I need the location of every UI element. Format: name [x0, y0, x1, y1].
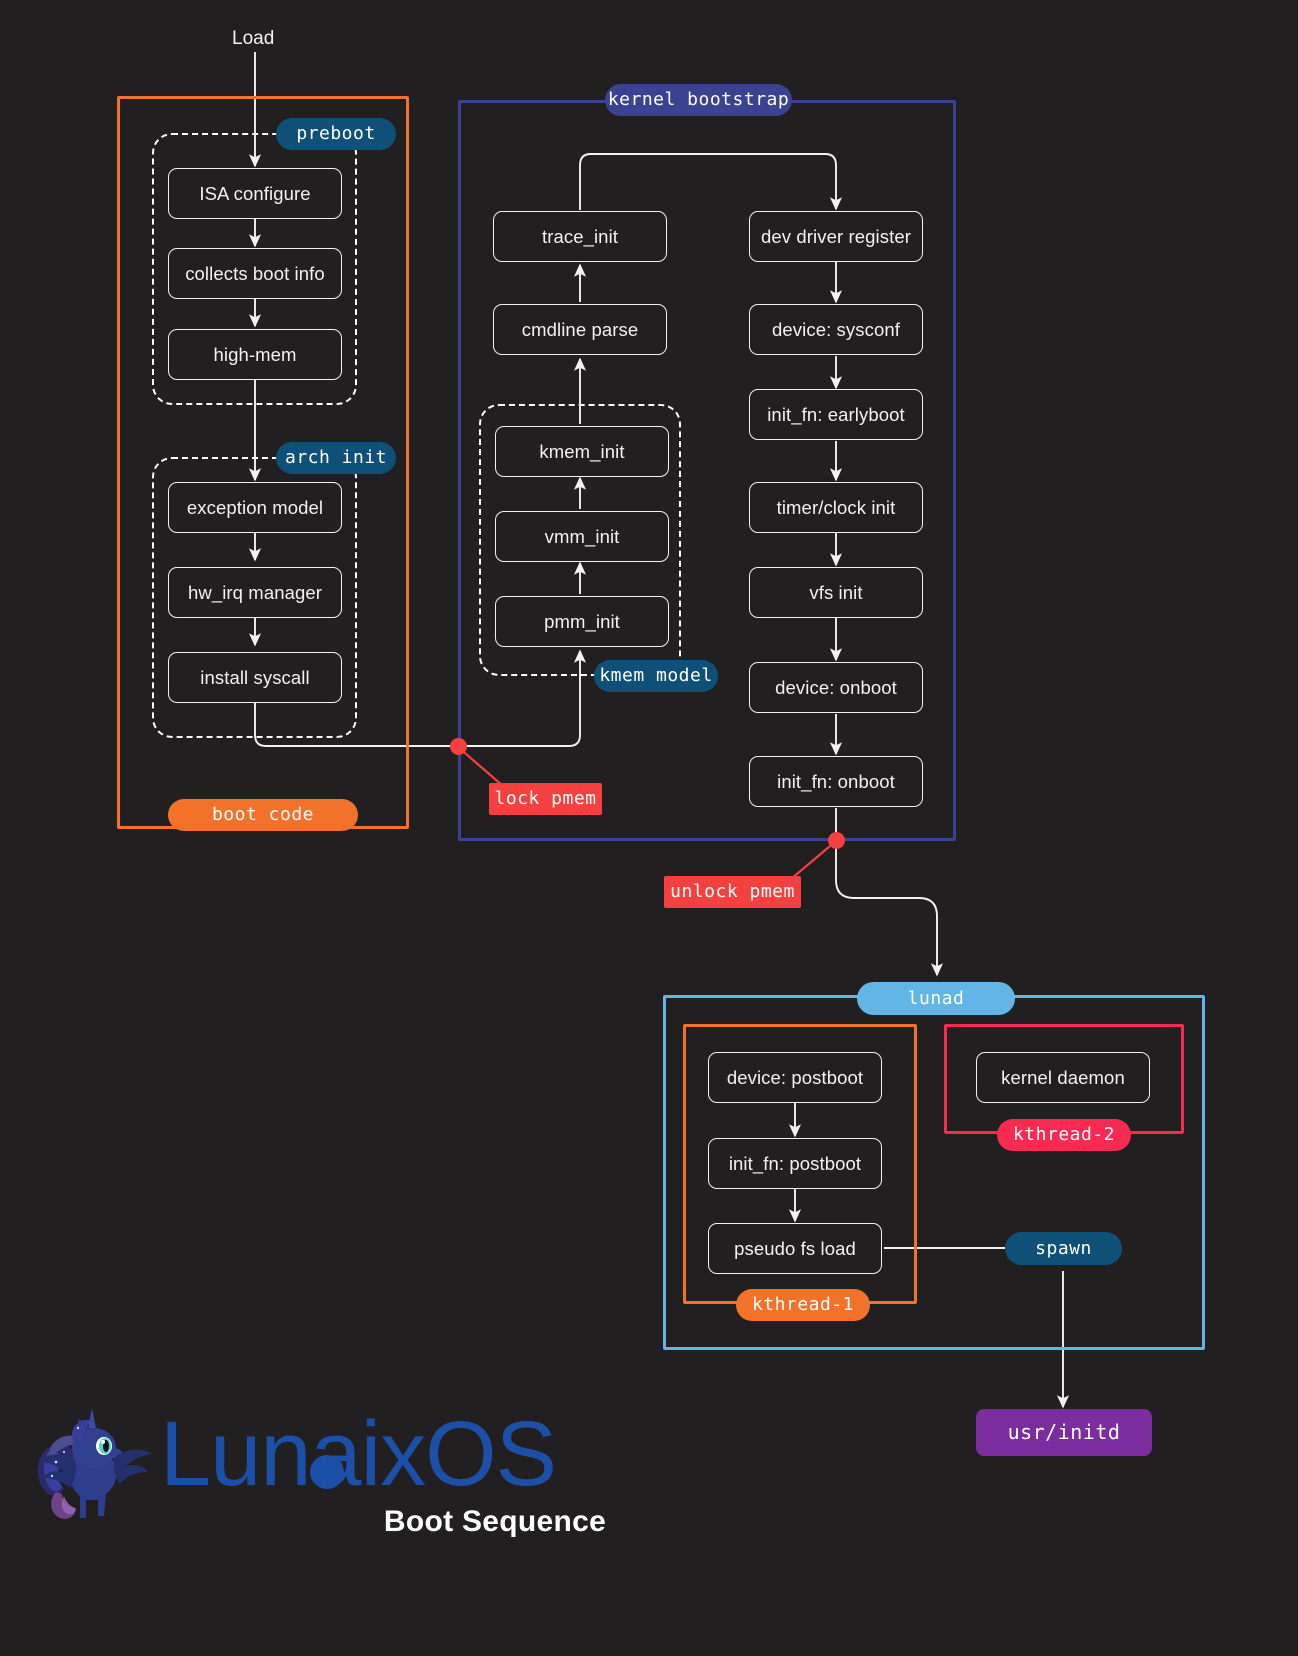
group-arch-init	[152, 457, 357, 738]
node-vfs-init[interactable]: vfs init	[749, 567, 923, 618]
node-cmdline-parse[interactable]: cmdline parse	[493, 304, 667, 355]
node-isa-configure[interactable]: ISA configure	[168, 168, 342, 219]
entry-label-load: Load	[232, 28, 275, 49]
node-trace-init[interactable]: trace_init	[493, 211, 667, 262]
node-usr-initd[interactable]: usr/initd	[976, 1409, 1152, 1456]
node-init-fn-onboot[interactable]: init_fn: onboot	[749, 756, 923, 807]
node-timer-clock-init[interactable]: timer/clock init	[749, 482, 923, 533]
node-kmem-init[interactable]: kmem_init	[495, 426, 669, 477]
annotation-lock-pmem: lock pmem	[489, 783, 602, 815]
node-device-sysconf[interactable]: device: sysconf	[749, 304, 923, 355]
junction-dot-unlock-pmem	[828, 832, 845, 849]
node-init-fn-postboot[interactable]: init_fn: postboot	[708, 1138, 882, 1189]
moon-icon	[310, 1455, 344, 1489]
node-device-postboot[interactable]: device: postboot	[708, 1052, 882, 1103]
node-high-mem[interactable]: high-mem	[168, 329, 342, 380]
group-preboot	[152, 133, 357, 405]
brand-wordmark: LunaixOS	[160, 1408, 557, 1500]
group-label-preboot: preboot	[276, 118, 396, 150]
brand-wordmark-text: LunaixOS	[160, 1403, 557, 1505]
brand-logo: LunaixOS	[20, 1378, 640, 1548]
group-label-boot-code: boot code	[168, 799, 358, 831]
node-pseudo-fs-load[interactable]: pseudo fs load	[708, 1223, 882, 1274]
node-init-fn-earlyboot[interactable]: init_fn: earlyboot	[749, 389, 923, 440]
group-label-kernel-bootstrap: kernel bootstrap	[605, 84, 792, 116]
group-label-arch-init: arch init	[276, 442, 396, 474]
page-title: Boot Sequence	[383, 1505, 607, 1538]
luna-mascot-icon	[37, 1408, 152, 1519]
group-label-lunad: lunad	[857, 982, 1015, 1015]
node-dev-driver-register[interactable]: dev driver register	[749, 211, 923, 262]
junction-dot-lock-pmem	[450, 738, 467, 755]
node-device-onboot[interactable]: device: onboot	[749, 662, 923, 713]
annotation-unlock-pmem: unlock pmem	[664, 876, 801, 908]
group-label-kthread-2: kthread-2	[997, 1119, 1131, 1151]
node-kernel-daemon[interactable]: kernel daemon	[976, 1052, 1150, 1103]
group-label-kthread-1: kthread-1	[736, 1289, 870, 1321]
node-pmm-init[interactable]: pmm_init	[495, 596, 669, 647]
group-label-kmem-model: kmem model	[594, 660, 718, 692]
group-kmem-model	[479, 404, 681, 676]
node-exception-model[interactable]: exception model	[168, 482, 342, 533]
node-hw-irq-manager[interactable]: hw_irq manager	[168, 567, 342, 618]
node-collects-boot-info[interactable]: collects boot info	[168, 248, 342, 299]
node-install-syscall[interactable]: install syscall	[168, 652, 342, 703]
annotation-spawn: spawn	[1005, 1232, 1122, 1265]
node-vmm-init[interactable]: vmm_init	[495, 511, 669, 562]
